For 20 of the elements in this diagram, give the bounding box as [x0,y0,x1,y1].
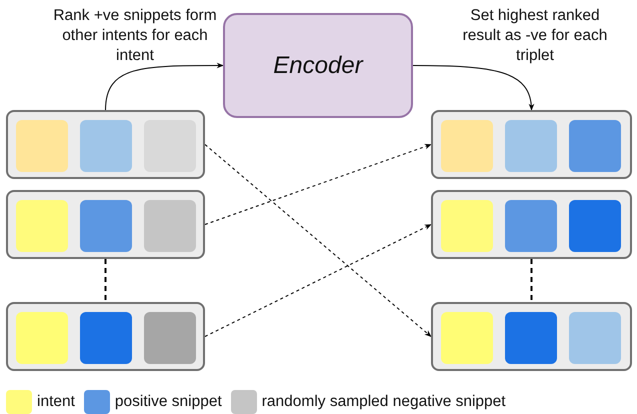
arrow [105,62,224,110]
legend-label: intent [37,393,75,411]
arrow [204,144,432,337]
box-label: Encoder [273,52,363,80]
legend-label: randomly sampled negative snippet [262,393,506,411]
connector-line [530,259,532,302]
triplet-row [6,302,205,371]
arrow [204,224,432,337]
annotation-text: Set highest ranked result as -ve for each triplet [462,6,608,66]
legend-label: positive snippet [114,393,222,411]
process-box [223,13,413,118]
triplet-row [431,190,632,259]
annotation-text: Rank +ve snippets form other intents for each intent [52,6,218,66]
connector-line [104,259,106,302]
arrow [204,144,432,225]
arrow [412,65,534,111]
triplet-row [6,190,205,259]
triplet-row [431,302,632,371]
triplet-row [431,110,632,179]
triplet-row [6,110,205,179]
